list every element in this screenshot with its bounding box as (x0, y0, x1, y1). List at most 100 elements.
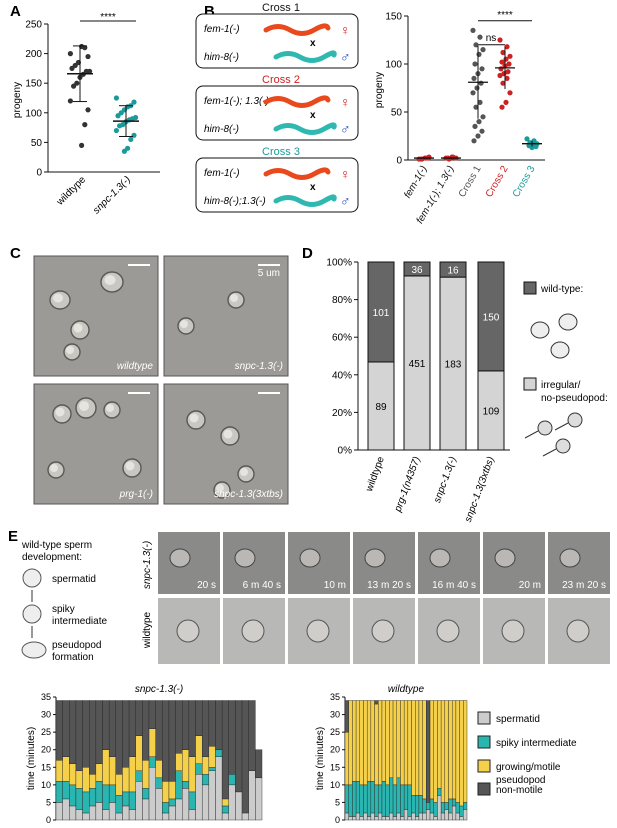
stack-segment (241, 812, 249, 821)
stack-segment (135, 781, 143, 821)
micrograph-label: snpc-1.3(3xtbs) (214, 489, 283, 500)
stack-segment (89, 774, 97, 789)
stack-segment (182, 781, 190, 789)
stack-segment (352, 700, 357, 782)
stack-segment (135, 735, 143, 772)
stack-segment (201, 756, 210, 775)
dev-title-1: wild-type sperm (21, 540, 92, 551)
data-point (505, 69, 511, 75)
frame-cell-icon (436, 619, 460, 643)
stack-segment (370, 781, 375, 814)
frame-image-snpc (158, 532, 220, 594)
stack-segment (348, 700, 353, 786)
y-tick-label: 0 (46, 815, 51, 825)
x-tick-label: snpc-1.3(3xtbs) (463, 455, 497, 524)
data-point (474, 85, 480, 91)
data-point (69, 65, 75, 71)
y-tick-label: 80% (332, 295, 352, 306)
bar-value-irregular: 451 (409, 359, 426, 370)
stack-segment (168, 805, 176, 821)
stack-segment (62, 700, 70, 757)
data-point (497, 37, 503, 43)
data-point (499, 104, 505, 110)
stack-segment (142, 760, 150, 789)
female-worm-icon (263, 95, 331, 108)
data-point (479, 128, 485, 134)
stack-segment (62, 781, 70, 800)
frame-image-snpc (223, 532, 285, 594)
cross-female-genotype: fem-1(-); 1.3(-) (204, 96, 269, 107)
stack-segment (374, 784, 379, 817)
data-point (67, 98, 73, 104)
data-point (472, 123, 478, 129)
stack-segment (366, 700, 372, 782)
stack-segment (366, 781, 372, 817)
stack-segment (155, 760, 163, 779)
stack-segment (440, 700, 446, 803)
stack-segment (142, 798, 150, 821)
data-point (506, 61, 512, 67)
stack-segment (448, 700, 453, 800)
cross-title: Cross 1 (262, 2, 300, 14)
frame-cell-icon (299, 548, 321, 568)
stack-segment (403, 700, 409, 786)
stack-segment (378, 784, 383, 814)
stack-segment (62, 798, 70, 821)
cross-x: x (310, 182, 316, 193)
data-point (470, 27, 476, 33)
legend-swatch-wildtype (523, 281, 537, 295)
stack-segment (385, 816, 390, 821)
stack-segment (82, 767, 90, 793)
stack-segment (208, 700, 216, 747)
stack-segment (95, 700, 103, 764)
stack-segment (385, 700, 390, 786)
legend-swatch (477, 782, 491, 796)
bar-value-wildtype: 16 (447, 266, 459, 277)
frame-cell-icon (429, 548, 451, 568)
data-point (71, 83, 77, 89)
data-point (500, 49, 506, 56)
frame-timestamp: 20 s (197, 580, 216, 591)
panel-a-ylabel: progeny (12, 82, 23, 118)
y-tick-label: 0% (338, 446, 353, 457)
stack-segment (452, 798, 457, 807)
legend-swatch (477, 735, 491, 749)
data-point (115, 113, 121, 119)
stack-segment (135, 700, 143, 736)
micrograph-image (163, 255, 289, 377)
stack-segment (89, 700, 97, 775)
row-label-snpc: snpc-1.3(-) (142, 541, 153, 589)
stack-segment (403, 784, 409, 810)
stage-formation: formation (52, 652, 94, 663)
stack-segment (422, 812, 427, 821)
stack-segment (433, 816, 438, 821)
stack-segment (255, 749, 263, 779)
stack-segment (418, 795, 423, 814)
frame-cell-icon (169, 548, 191, 568)
stack-segment (188, 791, 196, 810)
x-tick-label: prg-1(n4357) (392, 455, 422, 514)
stack-segment (426, 700, 431, 803)
y-tick-label: 100 (385, 60, 402, 71)
stage-intermediate: intermediate (52, 616, 107, 627)
cell-highlight (50, 464, 58, 472)
stack-segment (463, 802, 468, 810)
stack-segment (128, 756, 136, 793)
data-point (121, 148, 127, 154)
data-point (480, 114, 486, 120)
y-tick-label: 0 (396, 156, 402, 167)
stack-segment (403, 809, 409, 821)
stack-segment (221, 812, 229, 821)
cell-highlight (180, 320, 188, 328)
spike-line (524, 430, 539, 439)
data-point (82, 122, 88, 128)
data-point (477, 99, 483, 105)
stack-segment (455, 802, 460, 814)
data-point (524, 136, 530, 142)
frame-timestamp: 13 m 20 s (367, 580, 411, 591)
stack-segment (221, 798, 229, 807)
legend-label-wildtype: wild-type: (540, 284, 583, 295)
legend-label: growing/motile (496, 762, 561, 773)
